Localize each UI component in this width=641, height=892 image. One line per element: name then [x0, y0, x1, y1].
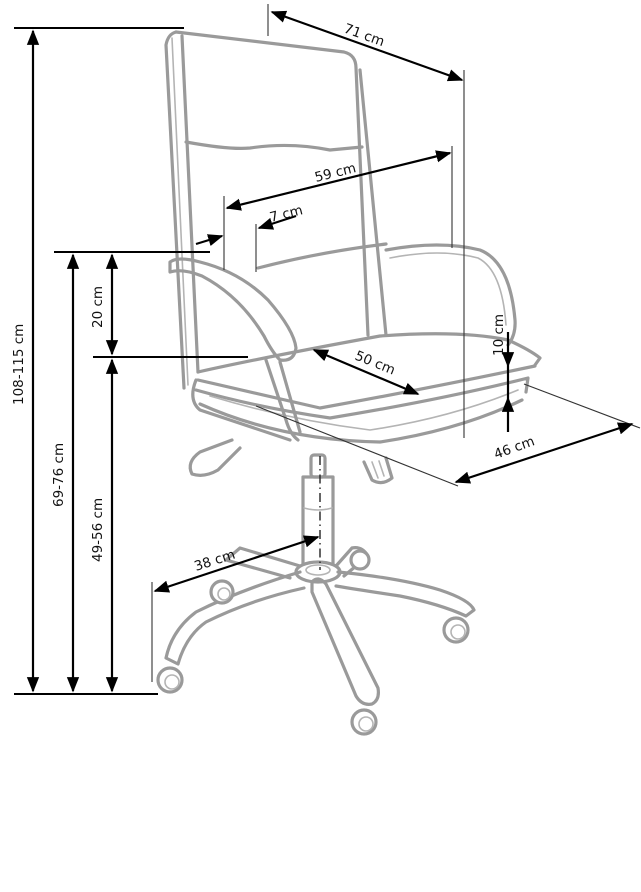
armrest-width-arrow-left — [195, 234, 224, 246]
seat-cushion — [194, 332, 542, 444]
base-radius-dimension — [153, 535, 320, 593]
left-armrest — [168, 257, 302, 442]
tilt-knob — [188, 438, 394, 485]
armrest-height-label: 69-76 cm — [51, 443, 67, 507]
seat-height-label: 49-56 cm — [90, 498, 106, 562]
gas-cylinder — [301, 453, 335, 567]
seat-depth-dimension — [312, 348, 420, 396]
seat-depth-label: 50 cm — [353, 348, 398, 379]
armrest-to-seat-label: 20 cm — [90, 286, 106, 328]
inner-width-dimension — [225, 150, 452, 211]
dimension-annotations — [14, 4, 641, 695]
seat-width-dimension — [454, 422, 634, 484]
chair-illustration — [156, 30, 542, 736]
dimension-labels: 71 cm 59 cm 7 cm 50 cm 46 cm 10 cm 38 cm… — [11, 21, 537, 575]
total-height-label: 108-115 cm — [11, 324, 27, 405]
seat-thickness-label: 10 cm — [491, 314, 507, 356]
armrest-width-arrow-right — [257, 214, 297, 230]
right-armrest — [384, 243, 517, 347]
armrest-width-label: 7 cm — [268, 202, 304, 226]
total-width-dimension — [270, 10, 464, 82]
